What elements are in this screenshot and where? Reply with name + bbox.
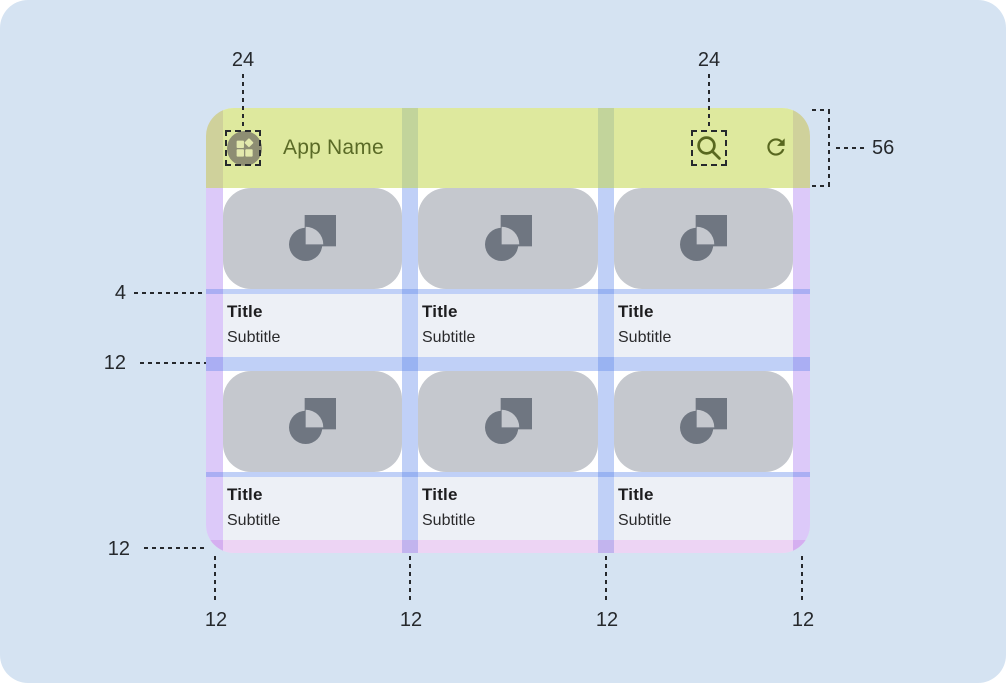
card-media [614, 188, 793, 289]
measurement-label-appbar-height: 56 [872, 137, 895, 159]
card-media [418, 371, 598, 472]
card-text: Title Subtitle [223, 477, 402, 540]
gutter-overlay-1 [402, 108, 418, 553]
measurement-label-column: 12 [595, 609, 619, 631]
app-name: App Name [283, 136, 384, 159]
card-title: Title [618, 302, 654, 321]
measurement-label-column: 12 [399, 609, 423, 631]
image-placeholder-icon [680, 398, 727, 445]
redline [836, 147, 866, 149]
card-text: Title Subtitle [223, 294, 402, 357]
image-text-gap-overlay [206, 472, 810, 477]
redline [708, 74, 710, 130]
card[interactable]: Title Subtitle [418, 371, 598, 540]
gutter-overlay-2 [598, 108, 614, 553]
refresh-button[interactable] [763, 134, 789, 160]
card[interactable]: Title Subtitle [418, 188, 598, 357]
redline [605, 556, 607, 604]
card-subtitle: Subtitle [422, 512, 476, 529]
redline [409, 556, 411, 604]
redline [134, 292, 206, 294]
card-text: Title Subtitle [418, 477, 598, 540]
card-title: Title [227, 302, 263, 321]
card[interactable]: Title Subtitle [614, 188, 793, 357]
image-text-gap-overlay [206, 289, 810, 294]
top-app-bar: App Name [206, 108, 810, 188]
measurement-label-appbar-leading-icon: 24 [231, 49, 255, 71]
icon-measure-box [225, 130, 261, 166]
redline [801, 556, 803, 604]
card-media [614, 371, 793, 472]
redline [812, 185, 830, 187]
card-title: Title [422, 485, 458, 504]
card-subtitle: Subtitle [227, 512, 281, 529]
card-title: Title [422, 302, 458, 321]
card-subtitle: Subtitle [227, 329, 281, 346]
redline [242, 74, 244, 130]
image-placeholder-icon [289, 215, 336, 262]
icon-measure-box [691, 130, 727, 166]
right-margin-overlay [793, 108, 810, 553]
image-placeholder-icon [680, 215, 727, 262]
card[interactable]: Title Subtitle [614, 371, 793, 540]
left-margin-overlay [206, 108, 223, 553]
card-media [418, 188, 598, 289]
search-icon [697, 136, 721, 160]
search-button[interactable] [694, 133, 724, 163]
card[interactable]: Title Subtitle [223, 188, 402, 357]
redline [828, 110, 830, 186]
card-text: Title Subtitle [614, 294, 793, 357]
card-subtitle: Subtitle [422, 329, 476, 346]
card-text: Title Subtitle [614, 477, 793, 540]
bottom-margin-overlay [206, 540, 810, 553]
app-mockup: Title Subtitle Title Subtitle Title Subt… [206, 108, 810, 553]
card-subtitle: Subtitle [618, 512, 672, 529]
refresh-icon [767, 138, 785, 156]
measurement-label-column: 12 [204, 609, 228, 631]
measurement-label-appbar-trailing-icon: 24 [697, 49, 721, 71]
card-title: Title [227, 485, 263, 504]
card-title: Title [618, 485, 654, 504]
measurement-label-column: 12 [791, 609, 815, 631]
redline [140, 362, 206, 364]
measurement-label-row-gutter: 12 [103, 352, 126, 374]
redline [144, 547, 206, 549]
card-media [223, 188, 402, 289]
card-text: Title Subtitle [418, 294, 598, 357]
image-placeholder-icon [484, 215, 532, 262]
card-subtitle: Subtitle [618, 329, 672, 346]
app-logo-button[interactable] [227, 131, 262, 166]
redline [812, 109, 830, 111]
measurement-label-bottom-margin: 12 [107, 538, 130, 560]
image-placeholder-icon [484, 398, 532, 445]
redline [214, 556, 216, 604]
card-media [223, 371, 402, 472]
row-gutter-overlay [206, 357, 810, 371]
card[interactable]: Title Subtitle [223, 371, 402, 540]
measurement-label-image-text-gap: 4 [114, 282, 126, 304]
widgets-icon [236, 138, 254, 157]
image-placeholder-icon [289, 398, 336, 445]
